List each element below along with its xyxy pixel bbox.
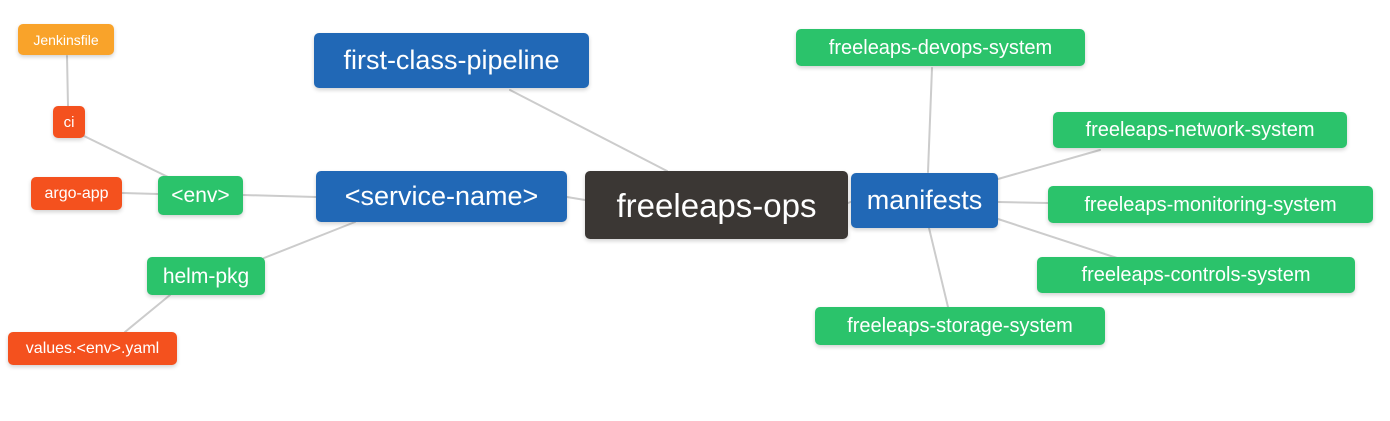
edge-jenkinsfile-to-ci [66,55,69,107]
node-freeleaps-monitoring-system[interactable]: freeleaps-monitoring-system [1048,186,1373,223]
edge-helm-pkg-to-values-env-yaml [124,294,171,333]
edge-service-name-to-helm-pkg [263,221,356,259]
edge-ci-to-env [83,135,169,178]
edge-first-class-pipeline-to-freeleaps-ops [509,89,668,172]
node-freeleaps-storage-system[interactable]: freeleaps-storage-system [815,307,1105,345]
node-service-name[interactable]: <service-name> [316,171,567,222]
node-values-env-yaml[interactable]: values.<env>.yaml [8,332,177,365]
edge-argo-app-to-env [121,192,159,195]
node-jenkinsfile[interactable]: Jenkinsfile [18,24,114,55]
node-manifests[interactable]: manifests [851,173,998,228]
node-argo-app[interactable]: argo-app [31,177,122,210]
node-freeleaps-ops[interactable]: freeleaps-ops [585,171,848,239]
edge-service-name-to-freeleaps-ops [566,196,586,201]
edge-manifests-to-freeleaps-monitoring-system [997,201,1049,204]
node-freeleaps-network-system[interactable]: freeleaps-network-system [1053,112,1347,148]
node-freeleaps-devops-system[interactable]: freeleaps-devops-system [796,29,1085,66]
node-first-class-pipeline[interactable]: first-class-pipeline [314,33,589,88]
node-ci[interactable]: ci [53,106,85,138]
node-helm-pkg[interactable]: helm-pkg [147,257,265,295]
node-freeleaps-controls-system[interactable]: freeleaps-controls-system [1037,257,1355,293]
edge-manifests-to-freeleaps-storage-system [928,227,949,308]
edge-env-to-service-name [242,194,317,198]
node-env[interactable]: <env> [158,176,243,215]
edge-manifests-to-freeleaps-network-system [997,149,1101,180]
edge-manifests-to-freeleaps-controls-system [997,218,1118,259]
edge-manifests-to-freeleaps-devops-system [927,67,933,173]
